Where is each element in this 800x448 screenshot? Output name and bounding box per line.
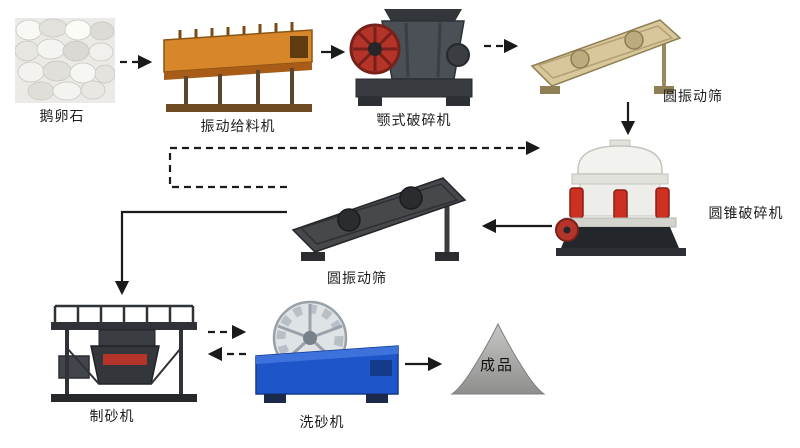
node-pebbles <box>15 18 115 103</box>
node-vibrating-screen-top <box>522 12 687 100</box>
cone-crusher-image <box>555 139 686 256</box>
vibrating-screen-top-label: 圆振动筛 <box>663 88 723 104</box>
sand-washer-image <box>255 300 399 403</box>
vibrating-screen-mid-label: 圆振动筛 <box>327 270 387 286</box>
node-vibrating-feeder <box>158 12 318 117</box>
jaw-crusher-label: 颚式破碎机 <box>376 112 452 128</box>
node-sand-maker <box>45 298 203 408</box>
finished-product-label: 成品 <box>479 357 515 374</box>
product-pile-image <box>450 322 546 395</box>
vibrating-screen-top-image <box>530 19 682 94</box>
vibrating-feeder-label: 振动给料机 <box>200 118 276 134</box>
sand-washer-label: 洗砂机 <box>299 414 345 430</box>
cone-crusher-label: 圆锥破碎机 <box>708 205 784 221</box>
node-finished-product <box>448 320 548 398</box>
vibrating-feeder-image <box>163 22 313 112</box>
arrow-screen-mid-to-sand-maker <box>114 210 287 296</box>
node-cone-crusher <box>552 138 692 260</box>
node-sand-washer <box>252 298 402 408</box>
node-vibrating-screen-mid <box>283 168 475 268</box>
sand-maker-label: 制砂机 <box>89 408 135 424</box>
vibrating-screen-mid-image <box>291 177 467 261</box>
node-jaw-crusher <box>348 5 480 115</box>
pebbles-image <box>15 18 115 103</box>
pebbles-label: 鹅卵石 <box>39 108 85 124</box>
jaw-crusher-image <box>349 9 473 106</box>
sand-maker-image <box>51 304 197 402</box>
